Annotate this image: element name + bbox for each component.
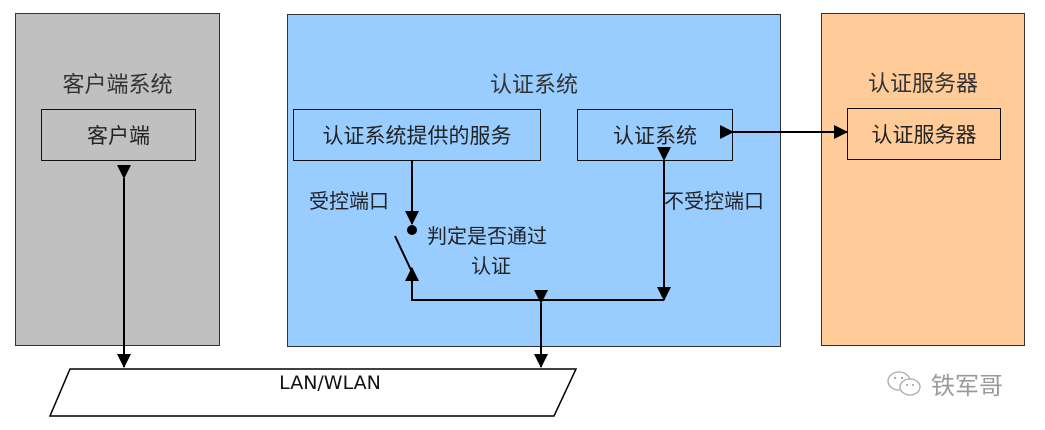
client-system-panel: 客户端系统 客户端 <box>15 13 220 346</box>
auth-service-box: 认证系统提供的服务 <box>293 109 541 161</box>
client-box: 客户端 <box>41 109 196 161</box>
client-system-title: 客户端系统 <box>62 73 173 98</box>
switch-label-line1: 判定是否通过 <box>427 224 547 248</box>
auth-server-title: 认证服务器 <box>867 72 978 97</box>
switch-label-line2: 认证 <box>471 254 511 278</box>
auth-system-title: 认证系统 <box>489 73 578 98</box>
auth-system-panel: 认证系统 认证系统提供的服务 认证系统 受控端口 不受控端口 判定是否通过 认证 <box>287 14 781 347</box>
controlled-port-label: 受控端口 <box>309 189 389 213</box>
watermark-text: 铁军哥 <box>931 372 1003 400</box>
authenticator-box: 认证系统 <box>577 109 733 161</box>
auth-server-panel: 认证服务器 认证服务器 <box>821 13 1025 346</box>
auth-server-box: 认证服务器 <box>847 108 1001 160</box>
lan-label: LAN/WLAN <box>279 372 381 394</box>
uncontrolled-port-label: 不受控端口 <box>664 189 764 213</box>
watermark: 铁军哥 <box>885 366 1003 401</box>
wechat-icon <box>887 370 921 396</box>
